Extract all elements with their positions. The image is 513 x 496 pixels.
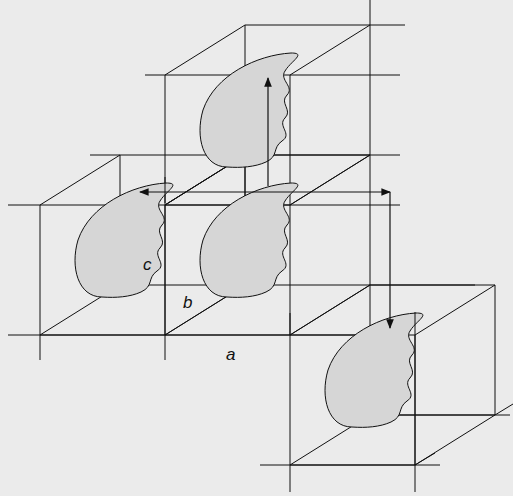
lattice-line xyxy=(290,335,291,465)
axis-label: a xyxy=(226,346,235,363)
lattice-line xyxy=(40,155,120,205)
lattice-line xyxy=(165,335,166,360)
lattice-line xyxy=(165,205,166,335)
lattice-line xyxy=(8,205,40,206)
lattice-line xyxy=(290,155,370,205)
lattice-line xyxy=(370,25,371,155)
lattice-line xyxy=(40,335,41,360)
lattice-line xyxy=(245,25,370,26)
lattice-line xyxy=(290,205,291,335)
lattice-line xyxy=(290,25,370,75)
lattice-line xyxy=(370,155,400,156)
lattice-line xyxy=(260,465,440,466)
lattice-line xyxy=(90,155,120,156)
motif xyxy=(75,53,423,427)
lattice-line xyxy=(290,465,291,492)
axis-label: b xyxy=(183,294,192,311)
lattice-line xyxy=(290,205,400,206)
lattice-line xyxy=(415,453,435,465)
lattice-line xyxy=(290,285,370,335)
lattice-line xyxy=(165,205,166,335)
lattice-line xyxy=(8,335,400,336)
lattice-line xyxy=(40,205,41,335)
lattice-line xyxy=(415,285,495,335)
lattice-line xyxy=(290,75,400,76)
axis-label: c xyxy=(143,256,152,273)
lattice-line xyxy=(165,75,166,205)
lattice-line xyxy=(495,404,513,415)
lattice-line xyxy=(290,155,370,205)
lattice-line xyxy=(495,285,496,415)
lattice-line xyxy=(145,75,165,76)
lattice-line xyxy=(370,0,371,25)
lattice-line xyxy=(165,25,245,75)
lattice-line xyxy=(415,465,416,492)
lattice-line xyxy=(290,285,370,335)
lattice-line xyxy=(370,285,475,286)
lattice-line xyxy=(370,155,371,285)
lattice-line xyxy=(370,285,495,286)
lattice-line xyxy=(370,25,405,26)
lattice-line xyxy=(415,415,495,465)
translation-arrow xyxy=(140,78,390,328)
